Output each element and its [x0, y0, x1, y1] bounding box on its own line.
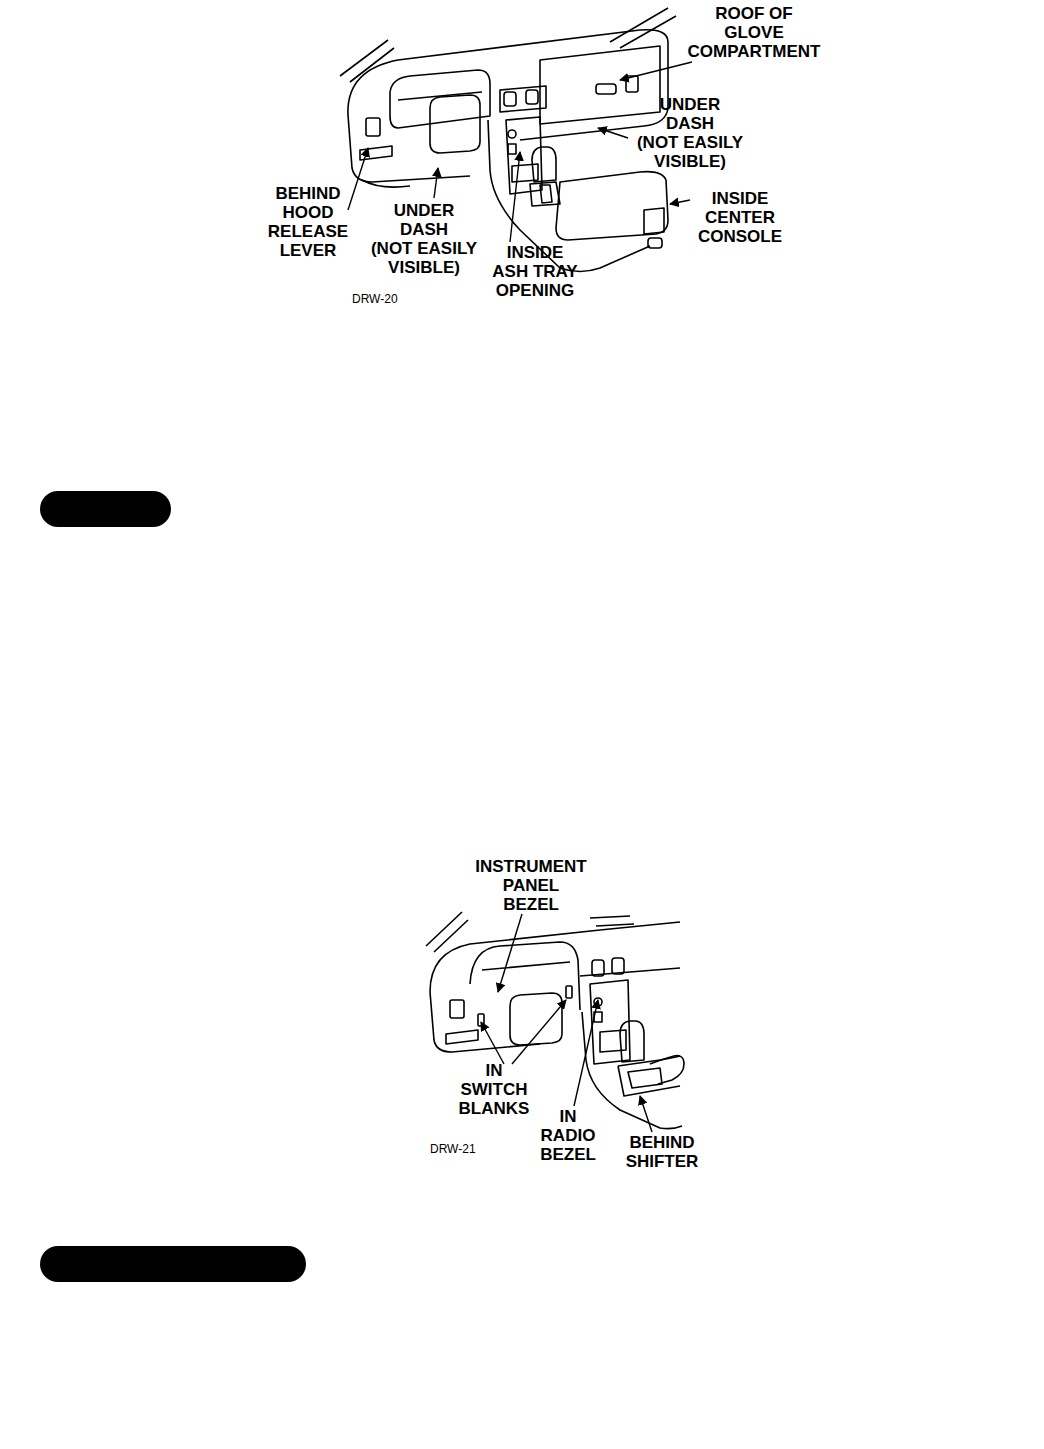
figure-code: DRW-21: [430, 1142, 476, 1156]
section-bar: [40, 1246, 306, 1282]
callout-label: BEHIND HOOD RELEASE LEVER: [268, 184, 348, 260]
dashboard-bottom: [426, 912, 684, 1129]
callout-label: BEHIND SHIFTER: [626, 1133, 699, 1171]
callout-label: IN SWITCH BLANKS: [459, 1061, 530, 1118]
dashboard-top: [340, 8, 676, 272]
figure-code: DRW-20: [352, 292, 398, 306]
section-bar: [40, 491, 171, 527]
callout-label: UNDER DASH (NOT EASILY VISIBLE): [371, 201, 477, 277]
callout-label: ROOF OF GLOVE COMPARTMENT: [688, 4, 821, 61]
callout-label: INSTRUMENT PANEL BEZEL: [475, 857, 586, 914]
callout-label: INSIDE ASH TRAY OPENING: [492, 243, 577, 300]
callout-label: INSIDE CENTER CONSOLE: [698, 189, 782, 246]
leader-line: [348, 62, 692, 242]
callout-label: UNDER DASH (NOT EASILY VISIBLE): [637, 95, 743, 171]
callout-label: IN RADIO BEZEL: [540, 1107, 596, 1164]
